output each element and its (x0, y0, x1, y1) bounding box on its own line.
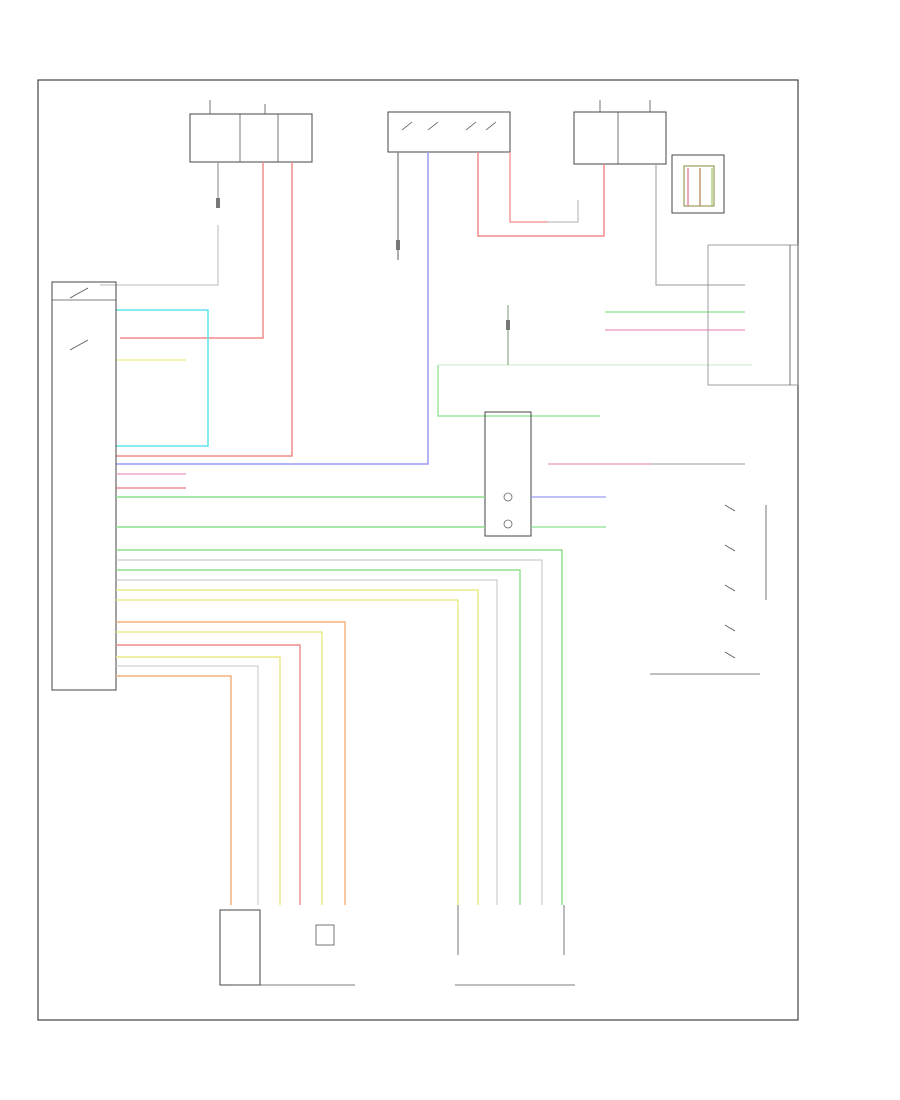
wire-gray-right-drop (655, 164, 745, 286)
wire-red-loop-center (477, 152, 605, 237)
wire-orange-1 (116, 621, 346, 905)
wire-gray-sensor (548, 200, 579, 223)
connector-stubs (216, 198, 510, 330)
wire-red-main-1 (120, 162, 264, 339)
wire-orange-2 (116, 675, 232, 905)
wire-cyan-main (116, 309, 209, 447)
center-module (484, 411, 532, 537)
top-right-fuse-box (573, 100, 667, 165)
top-center-switch-box (387, 111, 511, 153)
wire-gray-to-switch (100, 225, 219, 286)
wire-green-down-center (437, 365, 600, 417)
wire-green-long-2 (116, 569, 521, 905)
wire-gray-short (116, 665, 259, 905)
wire-yellow-long-1 (116, 589, 479, 905)
steering-switch-group (650, 504, 767, 675)
wire-gray-long-1 (116, 559, 543, 905)
wire-pink-1 (116, 644, 301, 905)
bottom-left-device (219, 909, 355, 986)
wire-red-to-sensor (509, 152, 548, 223)
top-left-fuse-box (189, 100, 313, 163)
left-control-module (51, 281, 117, 691)
wire-yellow-short-1 (116, 631, 323, 905)
wire-blue-main (116, 152, 429, 465)
wire-gray-long-2 (116, 579, 498, 905)
wire-red-main-2 (116, 162, 293, 457)
wire-green-long (116, 549, 563, 905)
wire-yellow-long-2 (116, 599, 459, 905)
bottom-right-device (455, 905, 575, 986)
wire-yellow-short-2 (116, 656, 281, 905)
right-switch-frame (707, 244, 799, 386)
right-sensor-block (671, 154, 725, 214)
